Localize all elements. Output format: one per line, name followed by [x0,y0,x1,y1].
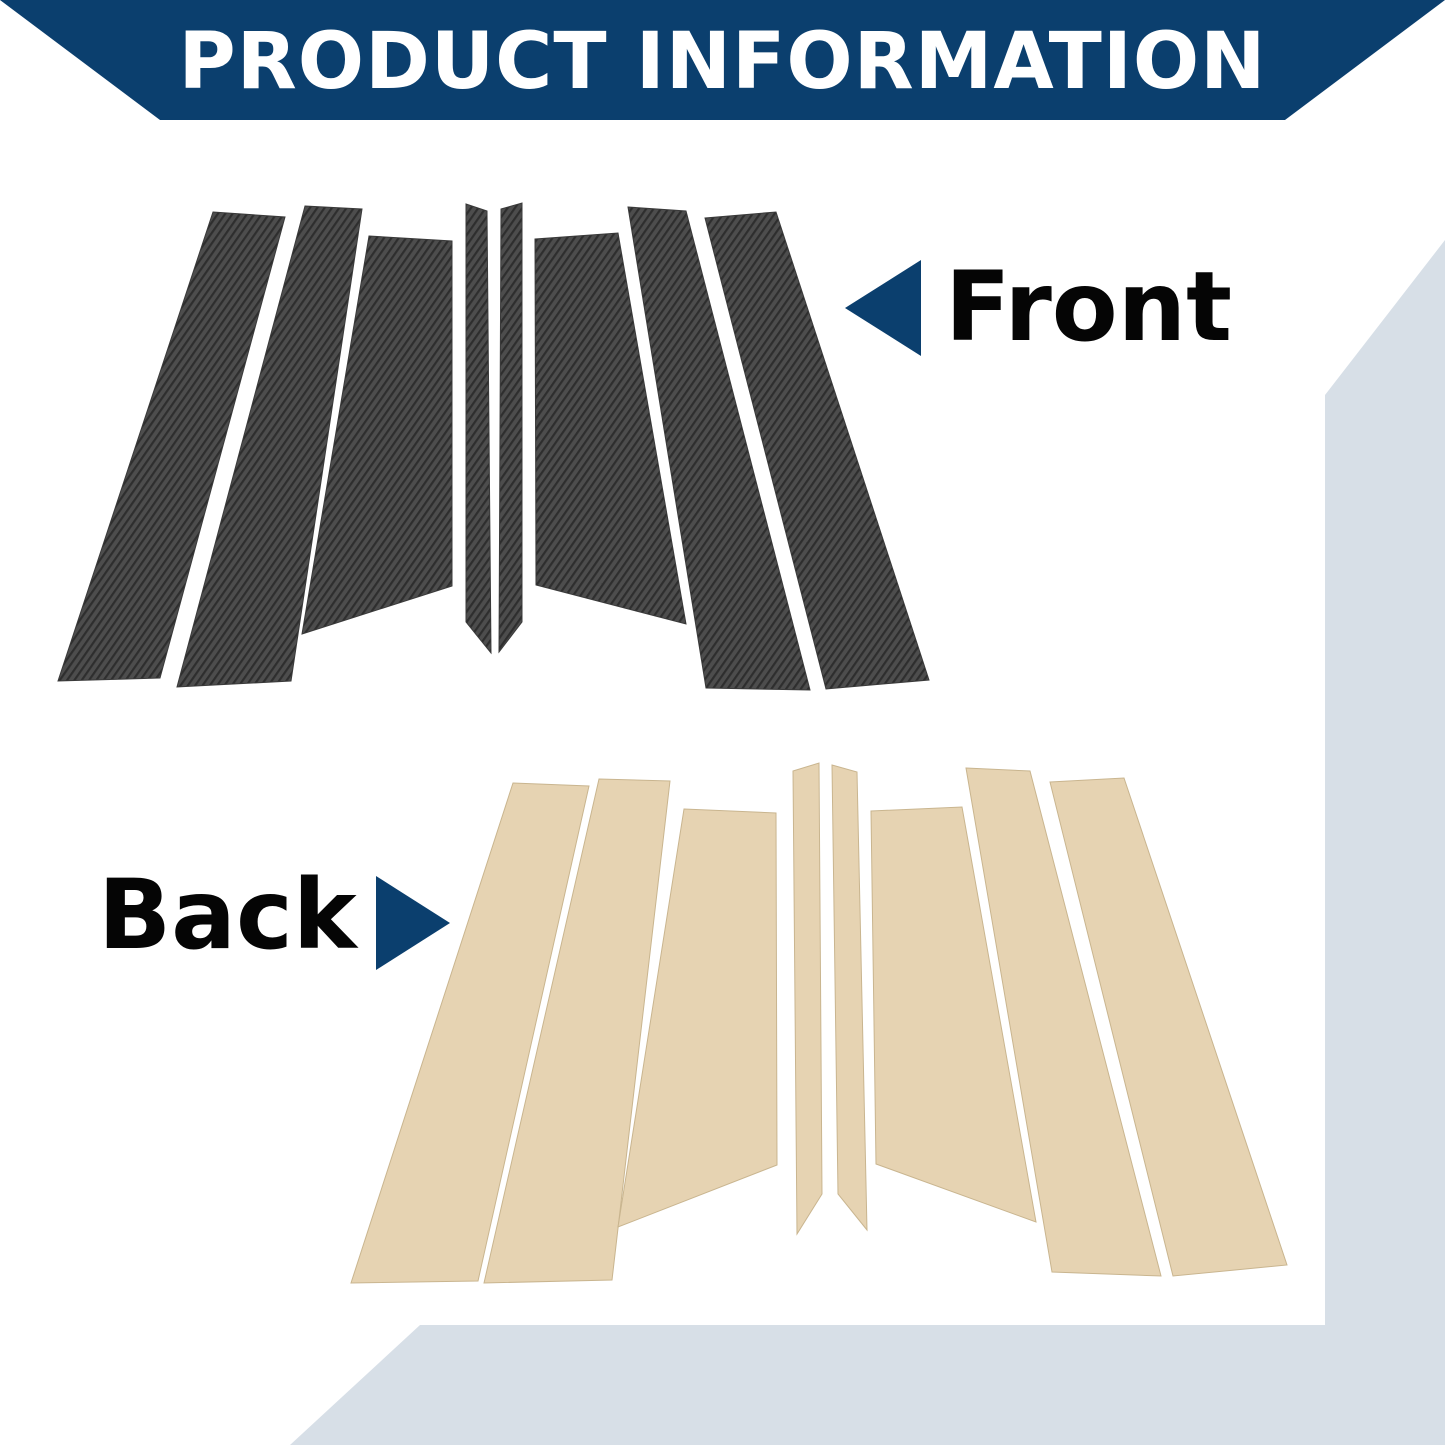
back-pieces-group [350,762,1288,1284]
background-panel-bottom [290,1325,1445,1445]
back-label: Back [98,859,357,971]
back-piece-6 [870,806,1037,1223]
front-piece-7 [627,206,811,691]
back-piece-4 [792,762,823,1236]
back-piece-2 [483,778,671,1284]
back-piece-8 [1049,777,1288,1277]
front-piece-6 [534,232,687,625]
front-piece-5 [498,202,523,654]
banner-band [0,0,1445,120]
front-piece-8 [704,211,930,690]
back-piece-7 [965,767,1162,1277]
front-piece-2 [176,205,363,688]
front-label: Front [945,251,1232,363]
banner-title: PRODUCT INFORMATION [178,17,1267,107]
background-panel-right [1325,240,1445,1445]
back-piece-3 [617,808,778,1228]
back-piece-5 [831,764,868,1232]
back-piece-1 [350,782,590,1284]
front-piece-1 [57,211,286,682]
triangle-right-icon [376,876,450,970]
front-piece-3 [301,235,453,635]
front-pieces-group [57,202,930,691]
front-piece-4 [465,203,492,655]
triangle-left-icon [845,260,921,356]
